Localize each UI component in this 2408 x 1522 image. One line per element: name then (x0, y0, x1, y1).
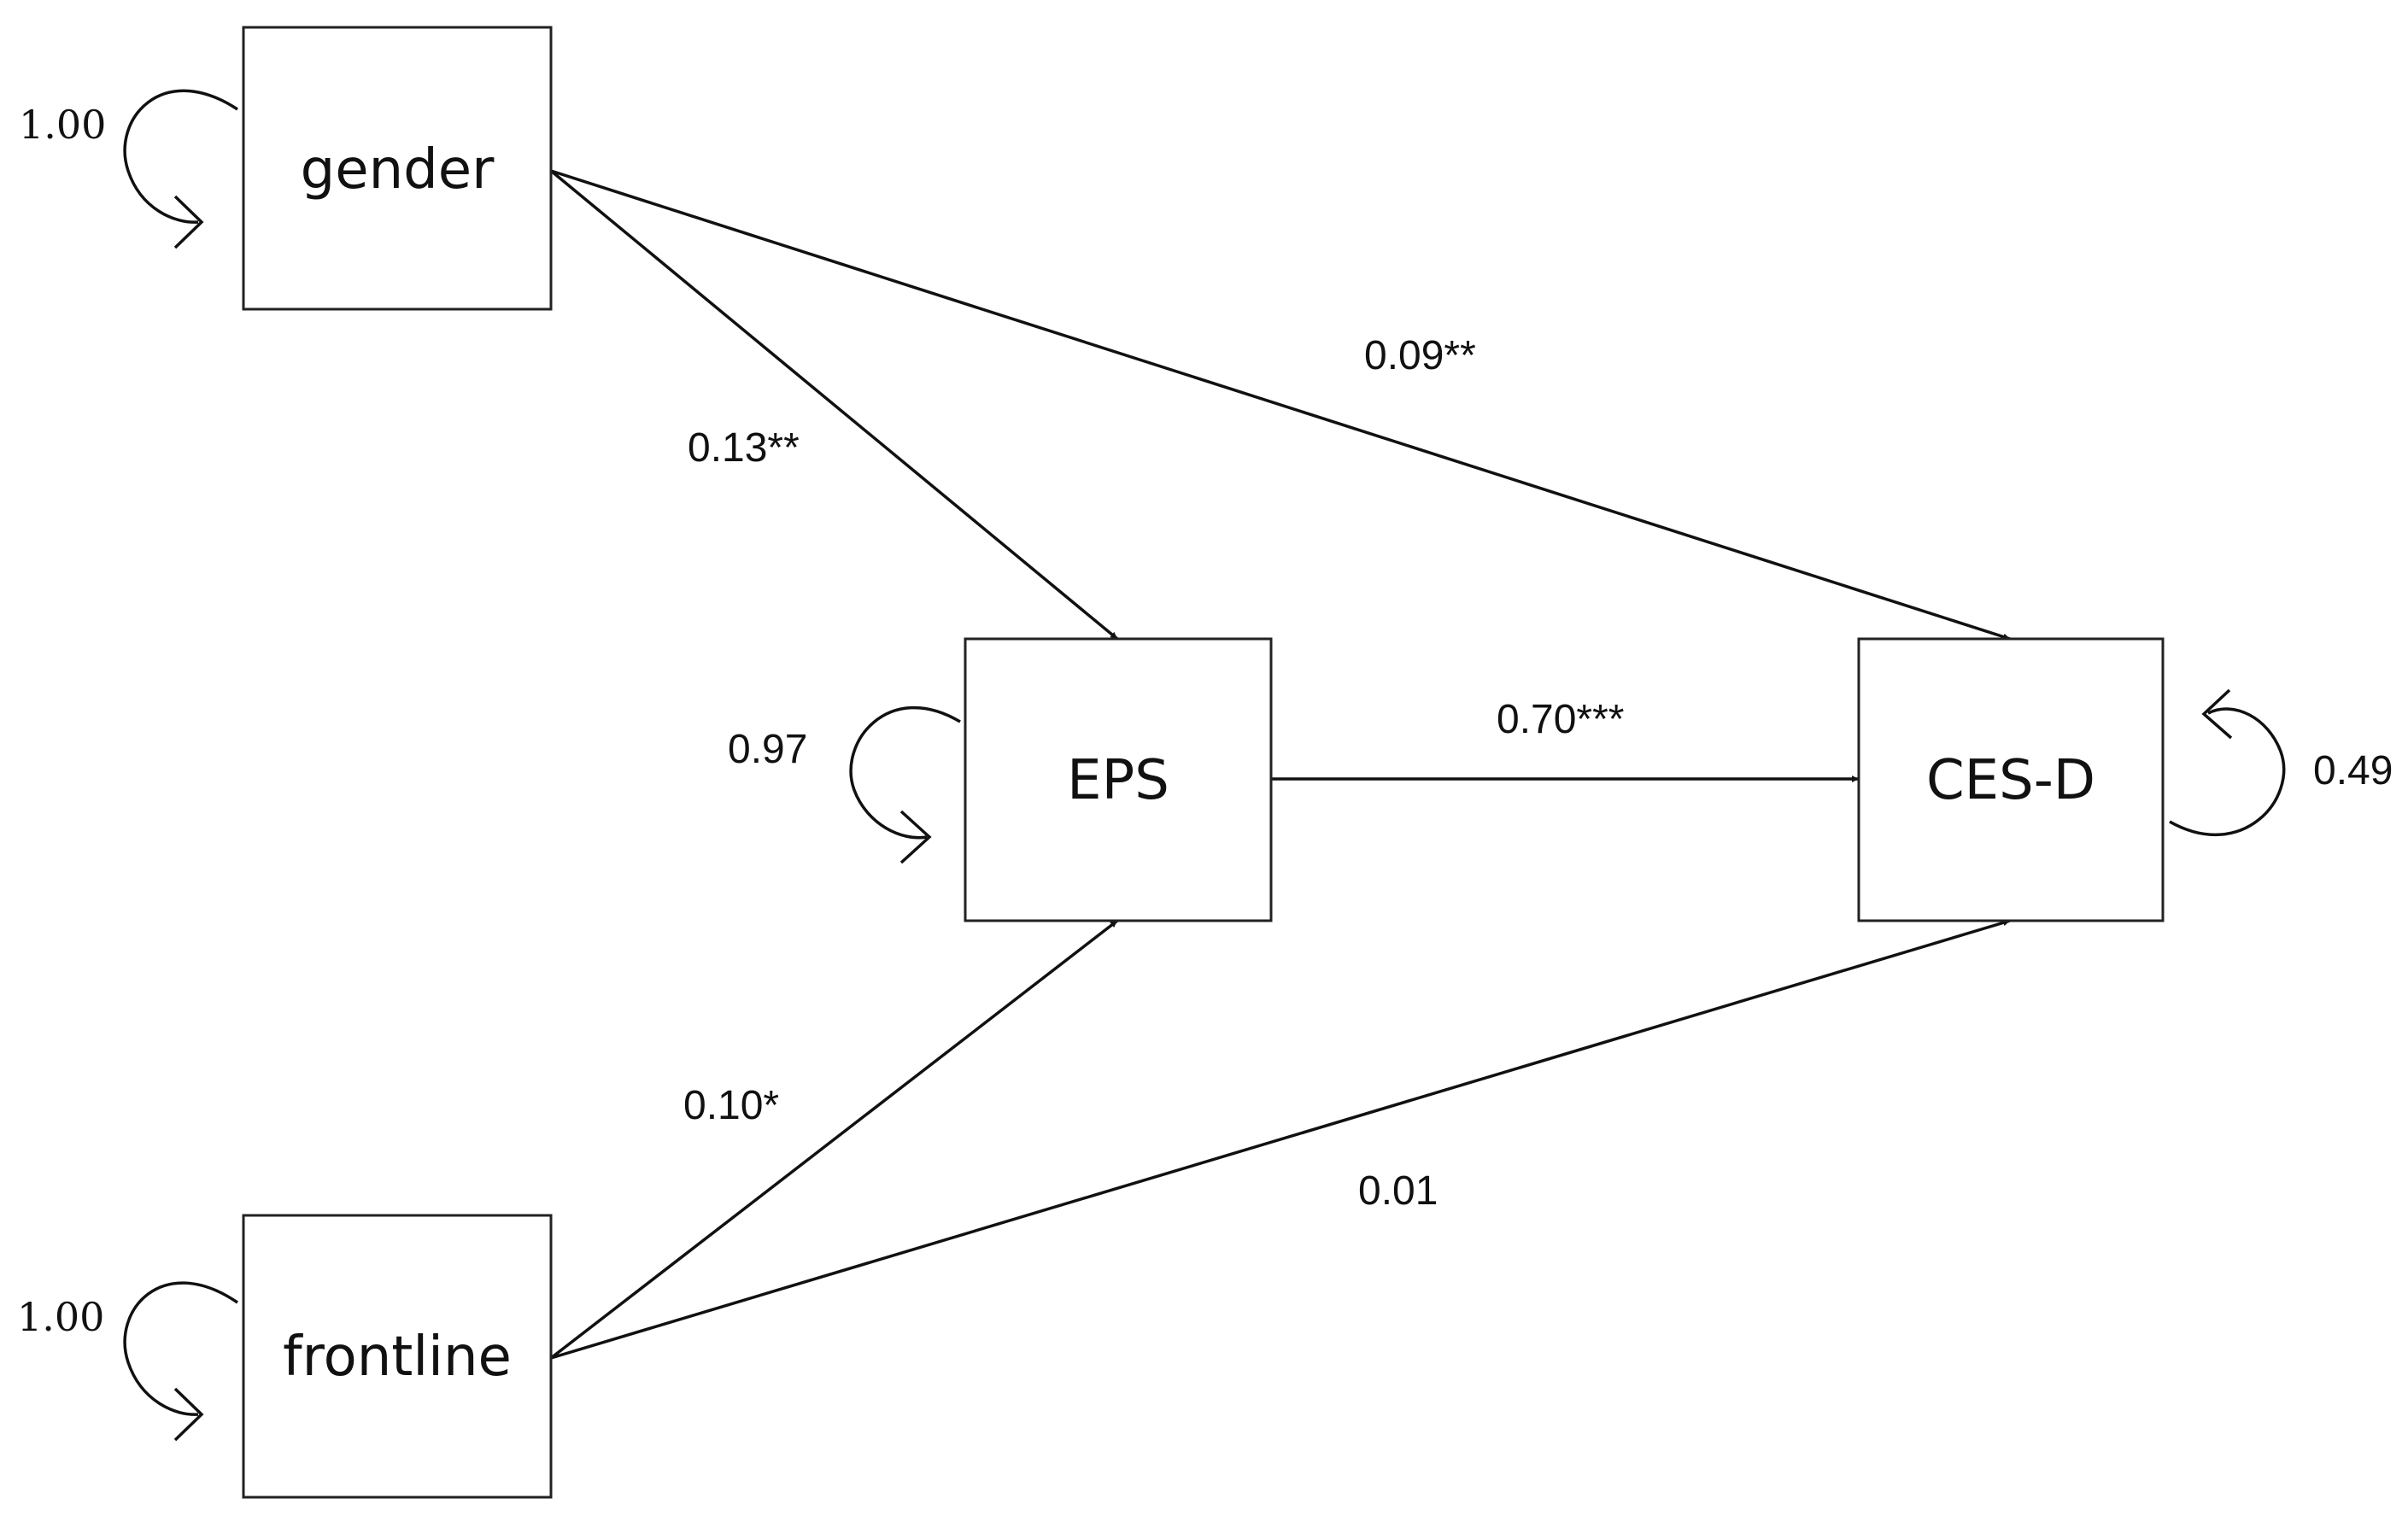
node-eps: EPS (964, 637, 1273, 922)
variance-gender: 1.00 (19, 102, 106, 148)
variance-frontline: 1.00 (17, 1294, 104, 1340)
label-eps-to-cesd: 0.70*** (1497, 697, 1624, 742)
label-gender-to-cesd: 0.09** (1364, 333, 1476, 378)
node-cesd-label: CES-D (1926, 749, 2095, 812)
node-frontline-label: frontline (283, 1326, 512, 1389)
selfloop-cesd (2169, 688, 2286, 836)
node-gender-label: gender (301, 138, 495, 202)
label-frontline-to-cesd: 0.01 (1358, 1168, 1438, 1214)
edge-frontline-to-cesd (550, 919, 2011, 1360)
edge-frontline-to-eps (549, 919, 1119, 1360)
node-gender: gender (242, 26, 553, 311)
node-cesd: CES-D (1857, 637, 2165, 922)
label-gender-to-eps: 0.13** (688, 425, 800, 471)
variance-cesd: 0.49 (2313, 748, 2393, 793)
edge-gender-to-cesd (550, 169, 2011, 641)
node-eps-label: EPS (1067, 749, 1169, 812)
variance-eps: 0.97 (728, 727, 807, 772)
label-frontline-to-eps: 0.10* (683, 1083, 779, 1128)
selfloop-frontline (123, 1281, 238, 1442)
selfloop-gender (123, 89, 238, 249)
node-frontline: frontline (242, 1214, 553, 1499)
selfloop-eps (849, 705, 961, 864)
edge-gender-to-eps (549, 169, 1119, 641)
